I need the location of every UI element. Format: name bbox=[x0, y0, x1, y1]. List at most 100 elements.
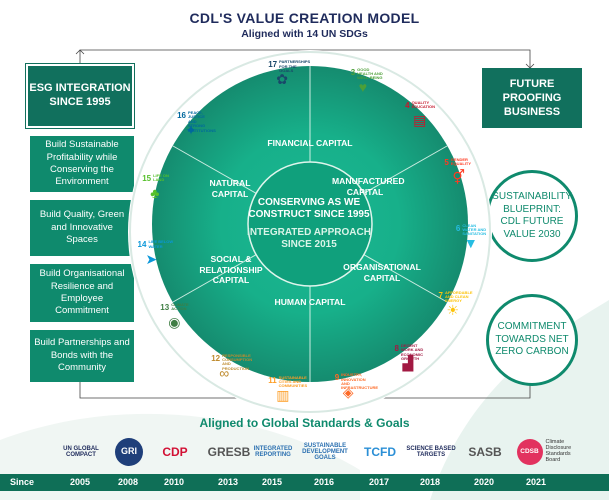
sdg-logo-icon: SUSTAINABLE DEVELOPMENT GOALS bbox=[302, 442, 348, 462]
heartbeat-icon: ♥ bbox=[358, 78, 368, 95]
dove-icon: ✦ bbox=[185, 121, 197, 138]
ir-logo-icon: INTEGRATED REPORTING bbox=[253, 445, 293, 458]
sdg-item-7: 7Affordable and clean energy☀ bbox=[438, 289, 479, 321]
year-2015: 2015 bbox=[262, 477, 283, 487]
center-line-integrated: INTEGRATED APPROACH SINCE 2015 bbox=[247, 227, 371, 251]
sdg-label: Good health and well-being bbox=[357, 66, 383, 81]
tcfd-logo-icon: TCFD bbox=[364, 444, 396, 459]
cdsb-badge: CDSB bbox=[516, 439, 543, 465]
year-2010: 2010 bbox=[164, 477, 185, 487]
sdg-label: Partnerships for the goals bbox=[279, 59, 311, 74]
year-2008: 2008 bbox=[118, 477, 139, 487]
sdg-item-17: 17Partnerships for the goals✿ bbox=[268, 59, 311, 90]
growth-chart-icon: ▟ bbox=[402, 355, 414, 372]
sdg-item-16: 16Peace, justice and strong institutions… bbox=[177, 109, 217, 141]
sdg-item-13: 13Climate action◉ bbox=[160, 301, 200, 333]
esg-integration-heading: ESG INTEGRATION SINCE 1995 bbox=[28, 66, 132, 126]
year-2020: 2020 bbox=[474, 477, 495, 487]
sdg-number: 17 bbox=[268, 60, 278, 70]
sdg-label: Quality education bbox=[411, 99, 436, 110]
left-item-sustainable-profitability: Build Sustainable Profitability while Co… bbox=[30, 136, 134, 192]
fish-icon: ➤ bbox=[145, 251, 158, 268]
diagram-title: CDL'S VALUE CREATION MODEL bbox=[189, 10, 420, 26]
diagram-subtitle: Aligned with 14 UN SDGs bbox=[241, 28, 368, 40]
sustainability-blueprint-circle: SUSTAINABILITY BLUEPRINT: CDL FUTURE VAL… bbox=[486, 170, 578, 262]
sdg-item-5: 5Gender equality ⚥ bbox=[444, 157, 484, 188]
sdg-label: Life on land bbox=[153, 172, 169, 183]
gender-icon: ⚥ bbox=[452, 169, 465, 186]
since-label: Since bbox=[10, 477, 35, 487]
since-year-bar: Since 2005 2008 2010 2013 2015 2016 2017 2018 20… bbox=[0, 474, 609, 491]
sdg-number: 6 bbox=[455, 223, 461, 233]
sdg-number: 12 bbox=[211, 353, 221, 363]
sdg-label: Decent work and economic growth bbox=[400, 343, 424, 362]
sasb-logo-icon: SASB bbox=[468, 444, 502, 459]
year-2017: 2017 bbox=[369, 477, 390, 487]
gri-badge: GRI bbox=[115, 438, 143, 466]
capital-organisational: ORGANISATIONAL CAPITAL bbox=[343, 262, 421, 283]
sdg-item-11: 11Sustainable cities and communities▥ bbox=[268, 374, 308, 406]
un-globe-icon: UN GLOBAL COMPACT bbox=[63, 445, 99, 458]
capital-manufactured: MANUFACTURED CAPITAL bbox=[332, 176, 405, 197]
sdg-label: Climate action bbox=[171, 301, 189, 312]
year-2016: 2016 bbox=[314, 477, 335, 487]
left-item-organisational-resilience: Build Organisational Resilience and Empl… bbox=[30, 264, 134, 322]
capital-natural: NATURAL CAPITAL bbox=[209, 178, 251, 199]
standards-heading: Aligned to Global Standards & Goals bbox=[199, 416, 410, 430]
sdg-number: 14 bbox=[137, 240, 147, 250]
capital-human: HUMAN CAPITAL bbox=[274, 297, 346, 307]
sdg-number: 15 bbox=[142, 173, 152, 183]
sdg-item-15: 15Life on land♣ bbox=[142, 172, 182, 204]
cdsb-caption: Climate Disclosure Standards Board bbox=[545, 439, 572, 463]
sdg-label: Affordable and clean energy bbox=[445, 289, 473, 304]
sdg-label: Peace, justice and strong institutions bbox=[188, 109, 216, 133]
sdg-item-4: 4Quality education▤ bbox=[405, 99, 445, 131]
sbt-logo-icon: SCIENCE BASED TARGETS bbox=[406, 445, 456, 458]
sdg-label: Sustainable cities and communities bbox=[278, 374, 308, 389]
sdg-item-12: 12Responsible consumption and production… bbox=[211, 352, 253, 384]
sdg-item-14: 14Life below water ➤ bbox=[138, 240, 178, 270]
water-icon: ▼ bbox=[463, 234, 478, 251]
sdg-label: Gender equality bbox=[450, 157, 472, 167]
sdg-number: 3 bbox=[350, 67, 356, 77]
sdg-label: Clean water and sanitation bbox=[462, 222, 487, 237]
cdp-logo-icon: CDP bbox=[162, 444, 188, 459]
infinity-icon: ∞ bbox=[219, 364, 230, 381]
sdg-number: 13 bbox=[160, 302, 170, 312]
sdg-number: 16 bbox=[177, 110, 186, 120]
gri-logo-icon: GRI bbox=[104, 434, 154, 470]
partnership-icon: ✿ bbox=[276, 71, 288, 88]
blocks-icon: ◈ bbox=[342, 384, 354, 401]
central-message: CONSERVING AS WE CONSTRUCT SINCE 1995 IN… bbox=[247, 165, 371, 283]
eye-globe-icon: ◉ bbox=[168, 313, 181, 330]
net-zero-carbon-circle: COMMITMENT TOWARDS NET ZERO CARBON bbox=[486, 294, 578, 386]
future-proofing-heading: FUTURE PROOFING BUSINESS bbox=[482, 68, 582, 128]
year-2013: 2013 bbox=[218, 477, 239, 487]
city-icon: ▥ bbox=[276, 386, 290, 403]
sun-icon: ☀ bbox=[446, 301, 460, 318]
wheel-dividers bbox=[172, 66, 448, 382]
year-2005: 2005 bbox=[70, 477, 91, 487]
book-icon: ▤ bbox=[413, 111, 427, 128]
sdg-item-8: 8Decent work and economic growth▟ bbox=[394, 343, 435, 374]
gresb-logo-icon: GRESB bbox=[207, 444, 251, 459]
year-2018: 2018 bbox=[420, 477, 441, 487]
sdg-number: 11 bbox=[268, 375, 277, 385]
sdg-item-3: 3Good health and well-being♥ bbox=[350, 66, 391, 98]
sdg-number: 7 bbox=[438, 290, 443, 300]
capital-financial: FINANCIAL CAPITAL bbox=[267, 138, 353, 148]
center-line-conserving: CONSERVING AS WE CONSTRUCT SINCE 1995 bbox=[248, 196, 370, 220]
sdg-label: Industry, innovation and infrastructure bbox=[341, 372, 379, 391]
sdg-item-9: 9Industry, innovation and infrastructure… bbox=[335, 372, 379, 403]
capital-social-relationship: SOCIAL & RELATIONSHIP CAPITAL bbox=[199, 254, 263, 286]
sdg-label: Responsible consumption and production bbox=[222, 352, 253, 371]
year-2021: 2021 bbox=[526, 477, 547, 487]
sdg-number: 8 bbox=[394, 344, 399, 354]
sdg-item-6: 6Clean water and sanitation▼ bbox=[455, 222, 496, 254]
tree-icon: ♣ bbox=[150, 184, 160, 201]
sdg-number: 4 bbox=[405, 100, 410, 110]
sdg-label: Life below water bbox=[148, 239, 174, 249]
sdg-number: 5 bbox=[444, 158, 449, 168]
